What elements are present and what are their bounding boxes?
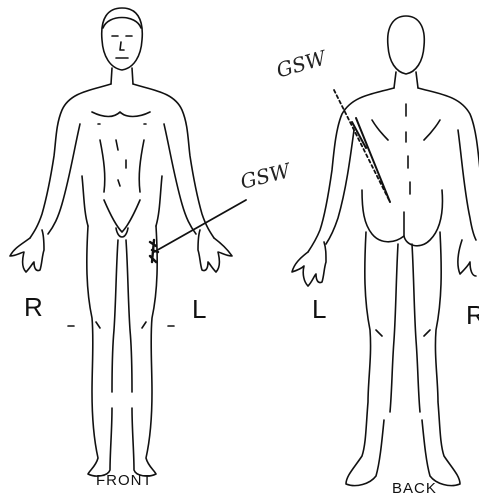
front-hand-right [198,230,232,272]
front-leg-left [87,226,112,476]
back-left-side-label: L [312,294,327,325]
back-torso-left [308,88,394,252]
back-body-figure [292,16,479,486]
front-hand-left [10,230,44,272]
back-view-caption: BACK [392,480,437,497]
back-spine [406,104,410,194]
front-leg-right [132,226,157,476]
back-torso-right [418,88,479,170]
front-hair [103,18,141,29]
back-wound-pointer [334,90,390,202]
back-right-side-label: R [466,300,479,331]
back-hand-left [292,242,326,286]
back-wound-mark [352,118,390,202]
front-groin [104,200,140,237]
front-abdomen [100,140,144,192]
front-torso-right [133,84,214,238]
back-head [388,16,425,74]
back-buttocks [362,190,443,246]
front-right-side-label: R [24,292,44,323]
front-view-caption: FRONT [96,472,153,489]
back-leg-right [422,232,460,486]
front-left-side-label: L [192,294,207,325]
front-chest [92,112,150,117]
back-leg-left [346,232,384,486]
front-torso-left [30,84,111,238]
front-body-figure [10,8,246,476]
back-hand-right [458,240,476,276]
